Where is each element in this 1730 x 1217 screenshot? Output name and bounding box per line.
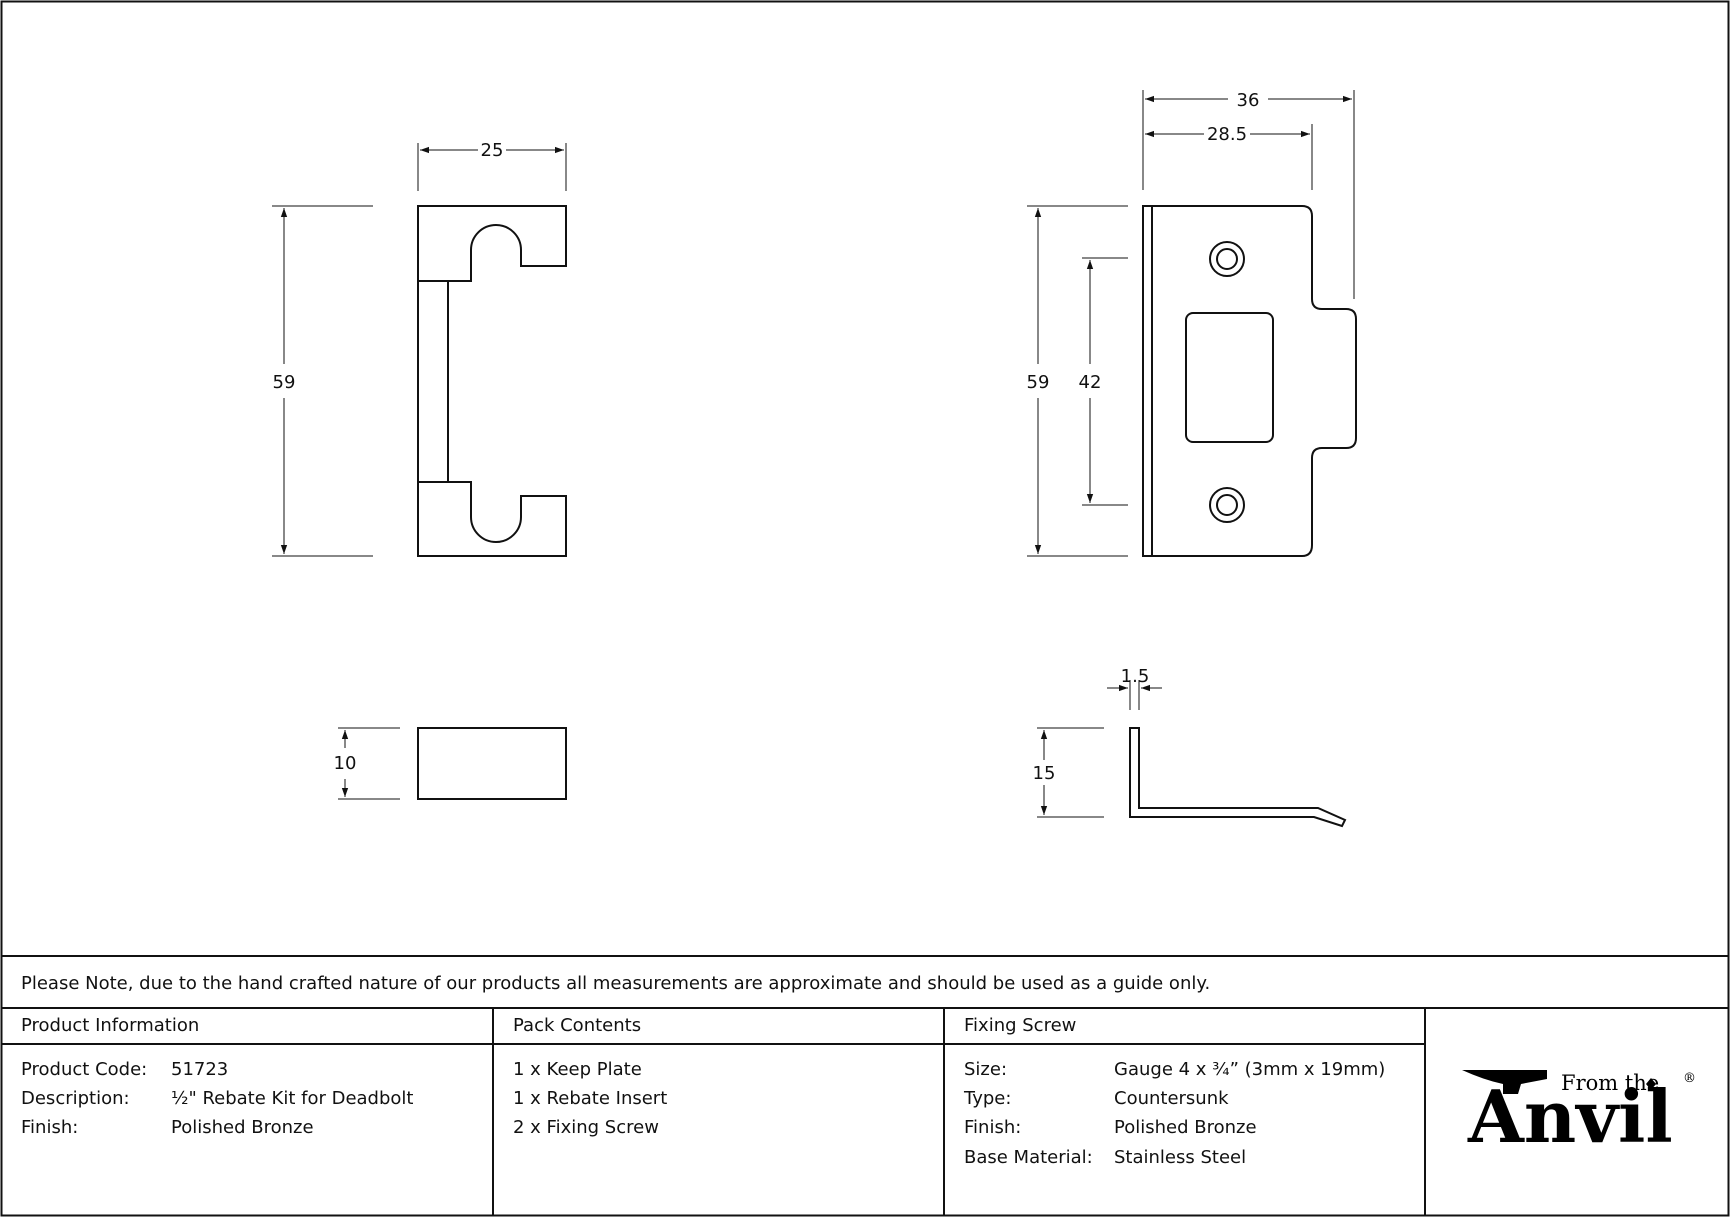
insert-width-label: 25 [481,140,504,161]
from-the-anvil-logo: From the Anvil ® [1462,1070,1696,1159]
description-label: Description: [21,1088,130,1109]
insert-width-dimension [417,143,567,191]
rebate-insert-side-view [417,727,567,800]
screw-size-label: Size: [964,1059,1007,1080]
anvil-icon [1462,1070,1547,1094]
plate-return-dimension [1037,727,1104,818]
insert-depth-dimension [338,727,400,800]
product-finish-label: Finish: [21,1117,78,1138]
screw-type-value: Countersunk [1114,1088,1229,1109]
description-value: ½" Rebate Kit for Deadbolt [171,1088,413,1109]
logo-diamond-icon [1646,1078,1656,1090]
plate-return-label: 15 [1033,763,1056,784]
product-code-label: Product Code: [21,1059,147,1080]
plate-height-dimension [1027,205,1128,557]
base-material-label: Base Material: [964,1147,1093,1168]
product-code-value: 51723 [171,1059,228,1080]
pack-contents-heading: Pack Contents [513,1015,641,1036]
plate-total-width-dimension [1142,90,1355,299]
screw-finish-value: Polished Bronze [1114,1117,1257,1138]
plate-height-label: 59 [1027,372,1050,393]
plate-face-width-label: 28.5 [1207,124,1247,145]
registered-mark: ® [1683,1071,1696,1086]
plate-hole-spacing-label: 42 [1079,372,1102,393]
title-block-lines [1,955,1729,1216]
fixing-screw-heading: Fixing Screw [964,1015,1076,1036]
screw-type-label: Type: [963,1088,1011,1109]
plate-total-width-label: 36 [1237,90,1260,111]
pack-item: 1 x Keep Plate [513,1059,642,1080]
plate-thickness-label: 1.5 [1121,666,1150,687]
insert-height-label: 59 [273,372,296,393]
rebate-insert-front-view [417,205,567,557]
insert-depth-label: 10 [334,753,357,774]
logo-big-text: Anvil [1467,1074,1673,1159]
plate-thickness-dimension [1107,680,1162,710]
product-info-heading: Product Information [21,1015,199,1036]
keep-plate-front-view [1142,205,1357,557]
pack-item: 1 x Rebate Insert [513,1088,667,1109]
plate-hole-spacing-dimension [1082,257,1128,506]
keep-plate-side-profile [1129,727,1347,828]
product-finish-value: Polished Bronze [171,1117,314,1138]
screw-finish-label: Finish: [964,1117,1021,1138]
screw-size-value: Gauge 4 x ¾” (3mm x 19mm) [1114,1059,1385,1080]
insert-height-dimension [272,205,373,557]
pack-item: 2 x Fixing Screw [513,1117,659,1138]
logo-small-text: From the [1561,1071,1659,1095]
measurement-note: Please Note, due to the hand crafted nat… [21,973,1210,994]
plate-face-width-dimension [1145,124,1313,190]
base-material-value: Stainless Steel [1114,1147,1246,1168]
